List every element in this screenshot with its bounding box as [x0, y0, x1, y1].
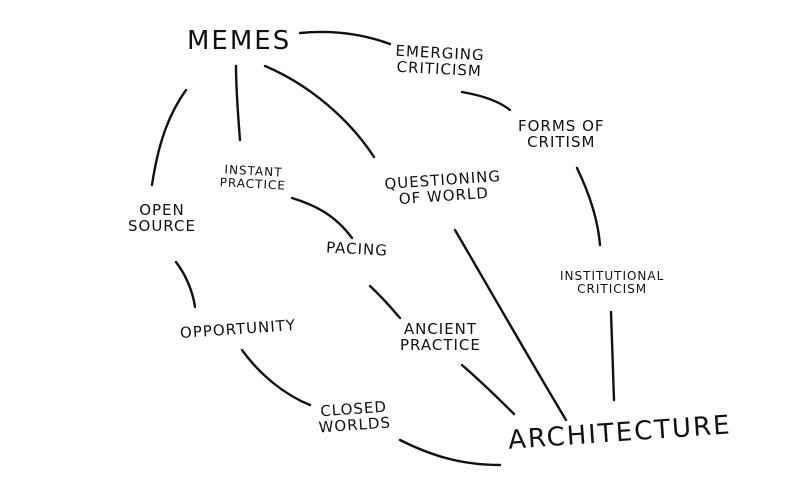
edge-forms-institutional [575, 166, 602, 247]
edge-ancient-architecture [460, 363, 516, 416]
node-label-line: ANCIENT [403, 320, 478, 338]
node-label-line: INSTITUTIONAL [560, 269, 665, 283]
edge-memes-instant [234, 64, 242, 142]
node-label: PACING [325, 238, 389, 260]
node-pacing: PACING [325, 238, 389, 260]
node-emerging-criticism: EMERGING CRITICISM [394, 42, 485, 80]
edge-closed-architecture [398, 438, 502, 467]
node-label-line: OPEN [139, 201, 185, 219]
edge-memes-questioning [263, 64, 376, 159]
node-open-source: OPEN SOURCE [128, 201, 196, 235]
edge-memes-open-source [150, 88, 188, 187]
node-label: MEMES [187, 26, 292, 56]
edge-memes-emerging [298, 30, 392, 46]
node-institutional-criticism: INSTITUTIONAL CRITICISM [560, 270, 664, 295]
node-memes: MEMES [187, 26, 292, 56]
node-label-line: CRITICISM [577, 281, 648, 296]
edge-pacing-ancient [368, 284, 402, 320]
edge-emerging-forms [460, 90, 512, 112]
node-label-line: FORMS OF [518, 117, 605, 135]
node-instant-practice: INSTANT PRACTICE [219, 162, 287, 192]
edge-questioning-architecture [453, 228, 568, 422]
node-closed-worlds: CLOSED WORLDS [317, 398, 392, 437]
edge-instant-pacing [290, 196, 354, 240]
node-label-line: CRITISM [527, 132, 596, 151]
node-label-line: PRACTICE [400, 335, 481, 354]
edge-open-source-opportunity [174, 260, 197, 309]
node-label-line: SOURCE [128, 216, 196, 235]
edge-institutional-architecture [609, 310, 616, 402]
node-ancient-practice: ANCIENT PRACTICE [400, 320, 481, 354]
edge-opportunity-closed [240, 348, 312, 407]
node-forms-of-criticism: FORMS OF CRITISM [518, 117, 605, 151]
